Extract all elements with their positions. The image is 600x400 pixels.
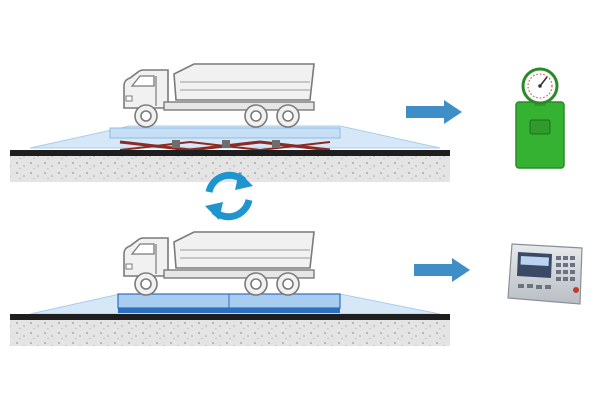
arrow-right-icon xyxy=(406,100,462,124)
weighbridge-deck xyxy=(109,127,341,139)
load-cell-beam xyxy=(118,308,340,313)
dump-truck-top xyxy=(123,63,315,128)
dump-truck-bottom xyxy=(123,231,315,296)
arrow-right-icon xyxy=(414,258,470,282)
lever-system xyxy=(119,140,331,152)
mechanical-lever-truck-scale xyxy=(10,63,450,182)
dial-gauge-indicator-icon xyxy=(515,67,565,169)
soil xyxy=(10,320,450,346)
electronic-load-cell-truck-scale xyxy=(10,231,450,346)
ground-surface xyxy=(10,314,450,320)
refresh-cycle-icon xyxy=(205,171,253,221)
digital-weighing-terminal-icon xyxy=(507,243,583,305)
ground-surface xyxy=(10,150,450,156)
